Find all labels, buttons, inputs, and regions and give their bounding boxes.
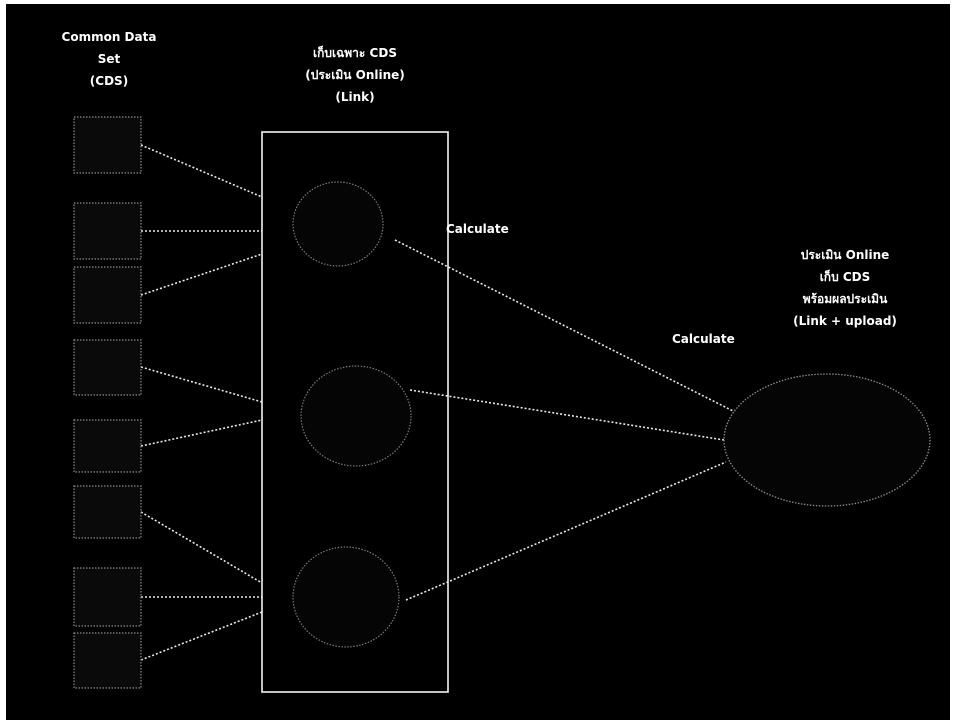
connector-source-6-hub-3 xyxy=(140,511,263,584)
connector-source-5-hub-2 xyxy=(140,419,263,447)
calculate-label-1: Calculate xyxy=(446,222,509,236)
connector-hub-3-target xyxy=(405,461,727,601)
cds-source-box-5 xyxy=(73,419,142,473)
connector-hub-2-target xyxy=(409,389,725,441)
cds-source-box-2 xyxy=(73,202,142,260)
collection-title-line-2: (ประเมิน Online) xyxy=(305,68,405,82)
online-assessment-target xyxy=(723,373,931,507)
target-title-line-3: พร้อมผลประเมิน xyxy=(802,292,888,306)
target-title-line-1: ประเมิน Online xyxy=(800,248,890,262)
collection-hub-3 xyxy=(292,546,400,648)
target-title-line-4: (Link + upload) xyxy=(793,314,897,328)
cds-source-box-8 xyxy=(73,632,142,689)
source-title-line-2: Set xyxy=(97,52,121,66)
connector-source-1-hub-1 xyxy=(140,144,263,198)
source-title: Common Data Set (CDS) xyxy=(34,26,184,92)
cds-source-box-7 xyxy=(73,567,142,627)
cds-source-box-4 xyxy=(73,339,142,396)
connector-source-4-hub-2 xyxy=(140,366,263,403)
calculate-label-2: Calculate xyxy=(672,332,735,346)
cds-source-box-6 xyxy=(73,485,142,539)
cds-source-box-3 xyxy=(73,266,142,324)
collection-hub-1 xyxy=(292,181,384,267)
connector-source-3-hub-1 xyxy=(140,253,263,296)
collection-title: เก็บเฉพาะ CDS (ประเมิน Online) (Link) xyxy=(280,42,430,108)
collection-title-line-1: เก็บเฉพาะ CDS xyxy=(313,46,397,60)
collection-hub-2 xyxy=(300,365,412,467)
connector-source-8-hub-3 xyxy=(140,611,263,661)
diagram-background xyxy=(6,4,950,720)
cds-collection-container xyxy=(261,131,449,693)
target-title: ประเมิน Online เก็บ CDS พร้อมผลประเมิน (… xyxy=(770,244,920,332)
source-title-line-3: (CDS) xyxy=(89,74,129,88)
source-title-line-1: Common Data xyxy=(61,30,157,44)
collection-title-line-3: (Link) xyxy=(335,90,375,104)
target-title-line-2: เก็บ CDS xyxy=(819,270,871,284)
connector-hub-1-target xyxy=(394,239,736,413)
cds-source-box-1 xyxy=(73,116,142,174)
